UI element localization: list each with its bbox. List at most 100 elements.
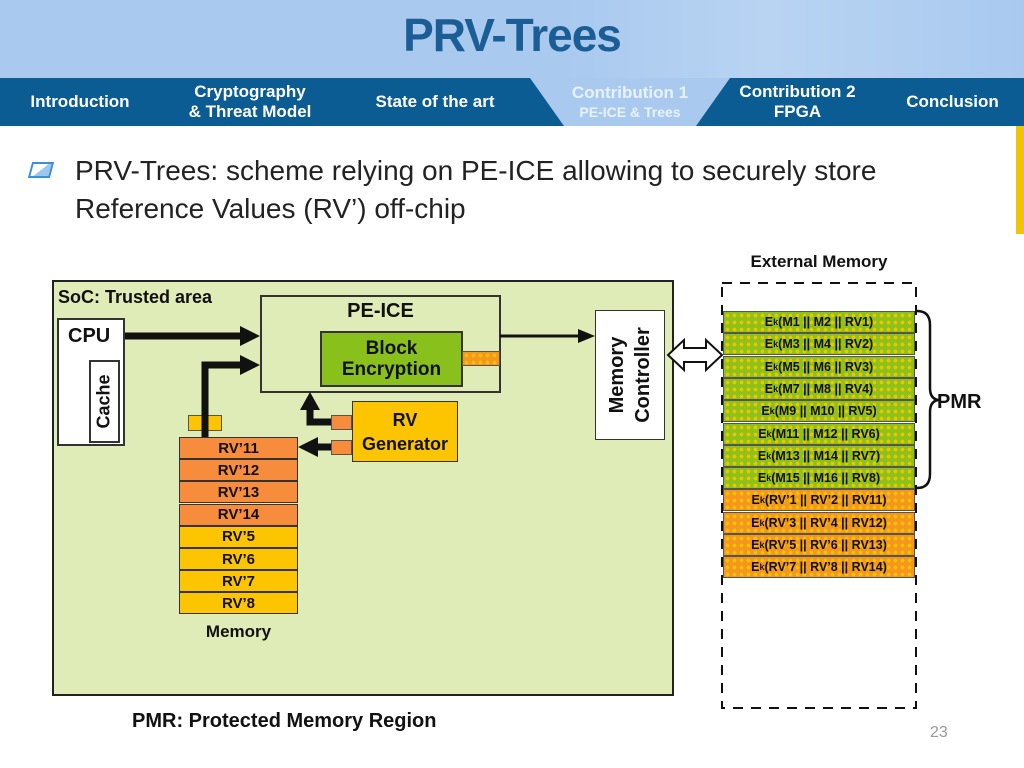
row-prefix: E: [757, 471, 767, 486]
bullet-text-line-2: Reference Values (RV’) off-chip: [75, 193, 466, 224]
pmr-label: PMR: [937, 391, 982, 413]
nav-tabs: Introduction Cryptography& Threat Model …: [0, 78, 1024, 126]
row-key-subscript: k: [773, 317, 779, 327]
row-key-subscript: k: [759, 540, 765, 550]
row-prefix: E: [764, 337, 774, 352]
memory-row: RV’7: [179, 570, 298, 593]
row-prefix: E: [751, 515, 760, 530]
pe-ice-label: PE-ICE: [347, 300, 414, 322]
block-encryption-label: Encryption: [341, 359, 442, 380]
footnote: PMR: Protected Memory Region: [132, 710, 437, 732]
row-key-subscript: k: [773, 383, 779, 394]
row-body: (RV’5 || RV’6 || RV13): [764, 538, 887, 552]
tab-introduction[interactable]: Introduction: [10, 78, 150, 126]
row-key-subscript: k: [773, 339, 779, 350]
row-prefix: E: [751, 538, 760, 552]
row-prefix: E: [758, 426, 767, 441]
row-prefix: E: [761, 404, 770, 419]
active-tab-background: [530, 78, 730, 126]
row-body: (M11 || M12 || RV6): [771, 426, 880, 441]
row-prefix: E: [764, 359, 774, 374]
tab-state-of-art[interactable]: State of the art: [350, 78, 520, 126]
row-prefix: E: [764, 315, 774, 329]
memory-row: RV’11: [179, 437, 298, 459]
double-arrow-controller-external: [666, 337, 724, 373]
tab-cryptography[interactable]: Cryptography& Threat Model: [160, 78, 340, 126]
row-key-subscript: k: [766, 450, 772, 461]
memory-row: RV’13: [179, 481, 298, 504]
rv-generator-label: Generator: [361, 433, 449, 454]
block-encryption-label: Block: [365, 338, 418, 359]
page-title: PRV-Trees: [403, 9, 622, 61]
row-prefix: E: [757, 448, 767, 463]
soc-label: SoC: Trusted area: [58, 287, 213, 307]
tab-label: State of the art: [375, 92, 495, 111]
accent-strip: [1016, 126, 1024, 234]
memory-row: RV’8: [179, 592, 298, 615]
arrowhead: [298, 437, 318, 457]
rv-generator-port: [331, 440, 352, 455]
row-body: (M13 || M14 || RV7): [771, 448, 881, 463]
row-key-subscript: k: [759, 517, 765, 528]
row-key-subscript: k: [766, 428, 772, 439]
tab-sublabel: FPGA: [773, 102, 822, 121]
cache-box: Cache: [89, 360, 120, 443]
row-body: (M15 || M16 || RV8): [771, 471, 881, 486]
tab-label: Conclusion: [906, 92, 999, 111]
tab-conclusion[interactable]: Conclusion: [885, 78, 1020, 126]
tab-label: Contribution 2: [739, 82, 856, 101]
tab-label: Contribution 1: [571, 83, 689, 102]
external-memory-label: External Memory: [750, 252, 888, 271]
row-body: (M9 || M10 || RV5): [774, 404, 877, 419]
row-key-subscript: k: [759, 562, 765, 573]
arrowhead: [300, 392, 320, 410]
row-key-subscript: k: [759, 495, 765, 506]
tab-label: Introduction: [30, 92, 130, 111]
memory-row: RV’5: [179, 525, 298, 548]
row-body: (RV’7 || RV’8 || RV14): [764, 560, 887, 575]
cpu-label: CPU: [68, 325, 111, 347]
external-memory-dashed-box: [721, 282, 917, 709]
pmr-brace: [916, 309, 941, 490]
arrowhead: [240, 355, 260, 375]
nav-bar: [0, 78, 1024, 126]
rv-generator-box: RV Generator: [352, 401, 458, 462]
memory-controller-box: Memory Controller: [595, 310, 665, 440]
memory-row: RV’14: [179, 503, 298, 526]
rv-generator-port: [331, 415, 352, 430]
memory-to-peice-arrow: [201, 361, 242, 437]
row-key-subscript: k: [766, 473, 772, 484]
header-band: [0, 0, 1024, 78]
row-body: (M7 || M8 || RV4): [778, 381, 874, 396]
rv-generator-label: RV: [392, 409, 418, 430]
row-body: (M1 || M2 || RV1): [778, 315, 874, 329]
page-number: 23: [930, 724, 948, 741]
row-prefix: E: [751, 560, 760, 575]
row-body: (M3 || M4 || RV2): [778, 337, 874, 352]
tab-label: Cryptography: [194, 82, 306, 101]
row-key-subscript: k: [773, 361, 779, 372]
arrowhead: [240, 326, 260, 346]
bullet-text-line-1: PRV-Trees: scheme relying on PE-ICE allo…: [75, 155, 877, 186]
row-body: (RV’1 || RV’2 || RV11): [764, 493, 887, 508]
arrowhead: [578, 329, 595, 343]
encryption-port: [462, 351, 500, 366]
rvgen-to-peice-arrow: [306, 408, 331, 426]
row-prefix: E: [764, 381, 774, 396]
memory-row: RV’6: [179, 548, 298, 570]
row-body: (M5 || M6 || RV3): [778, 359, 874, 374]
